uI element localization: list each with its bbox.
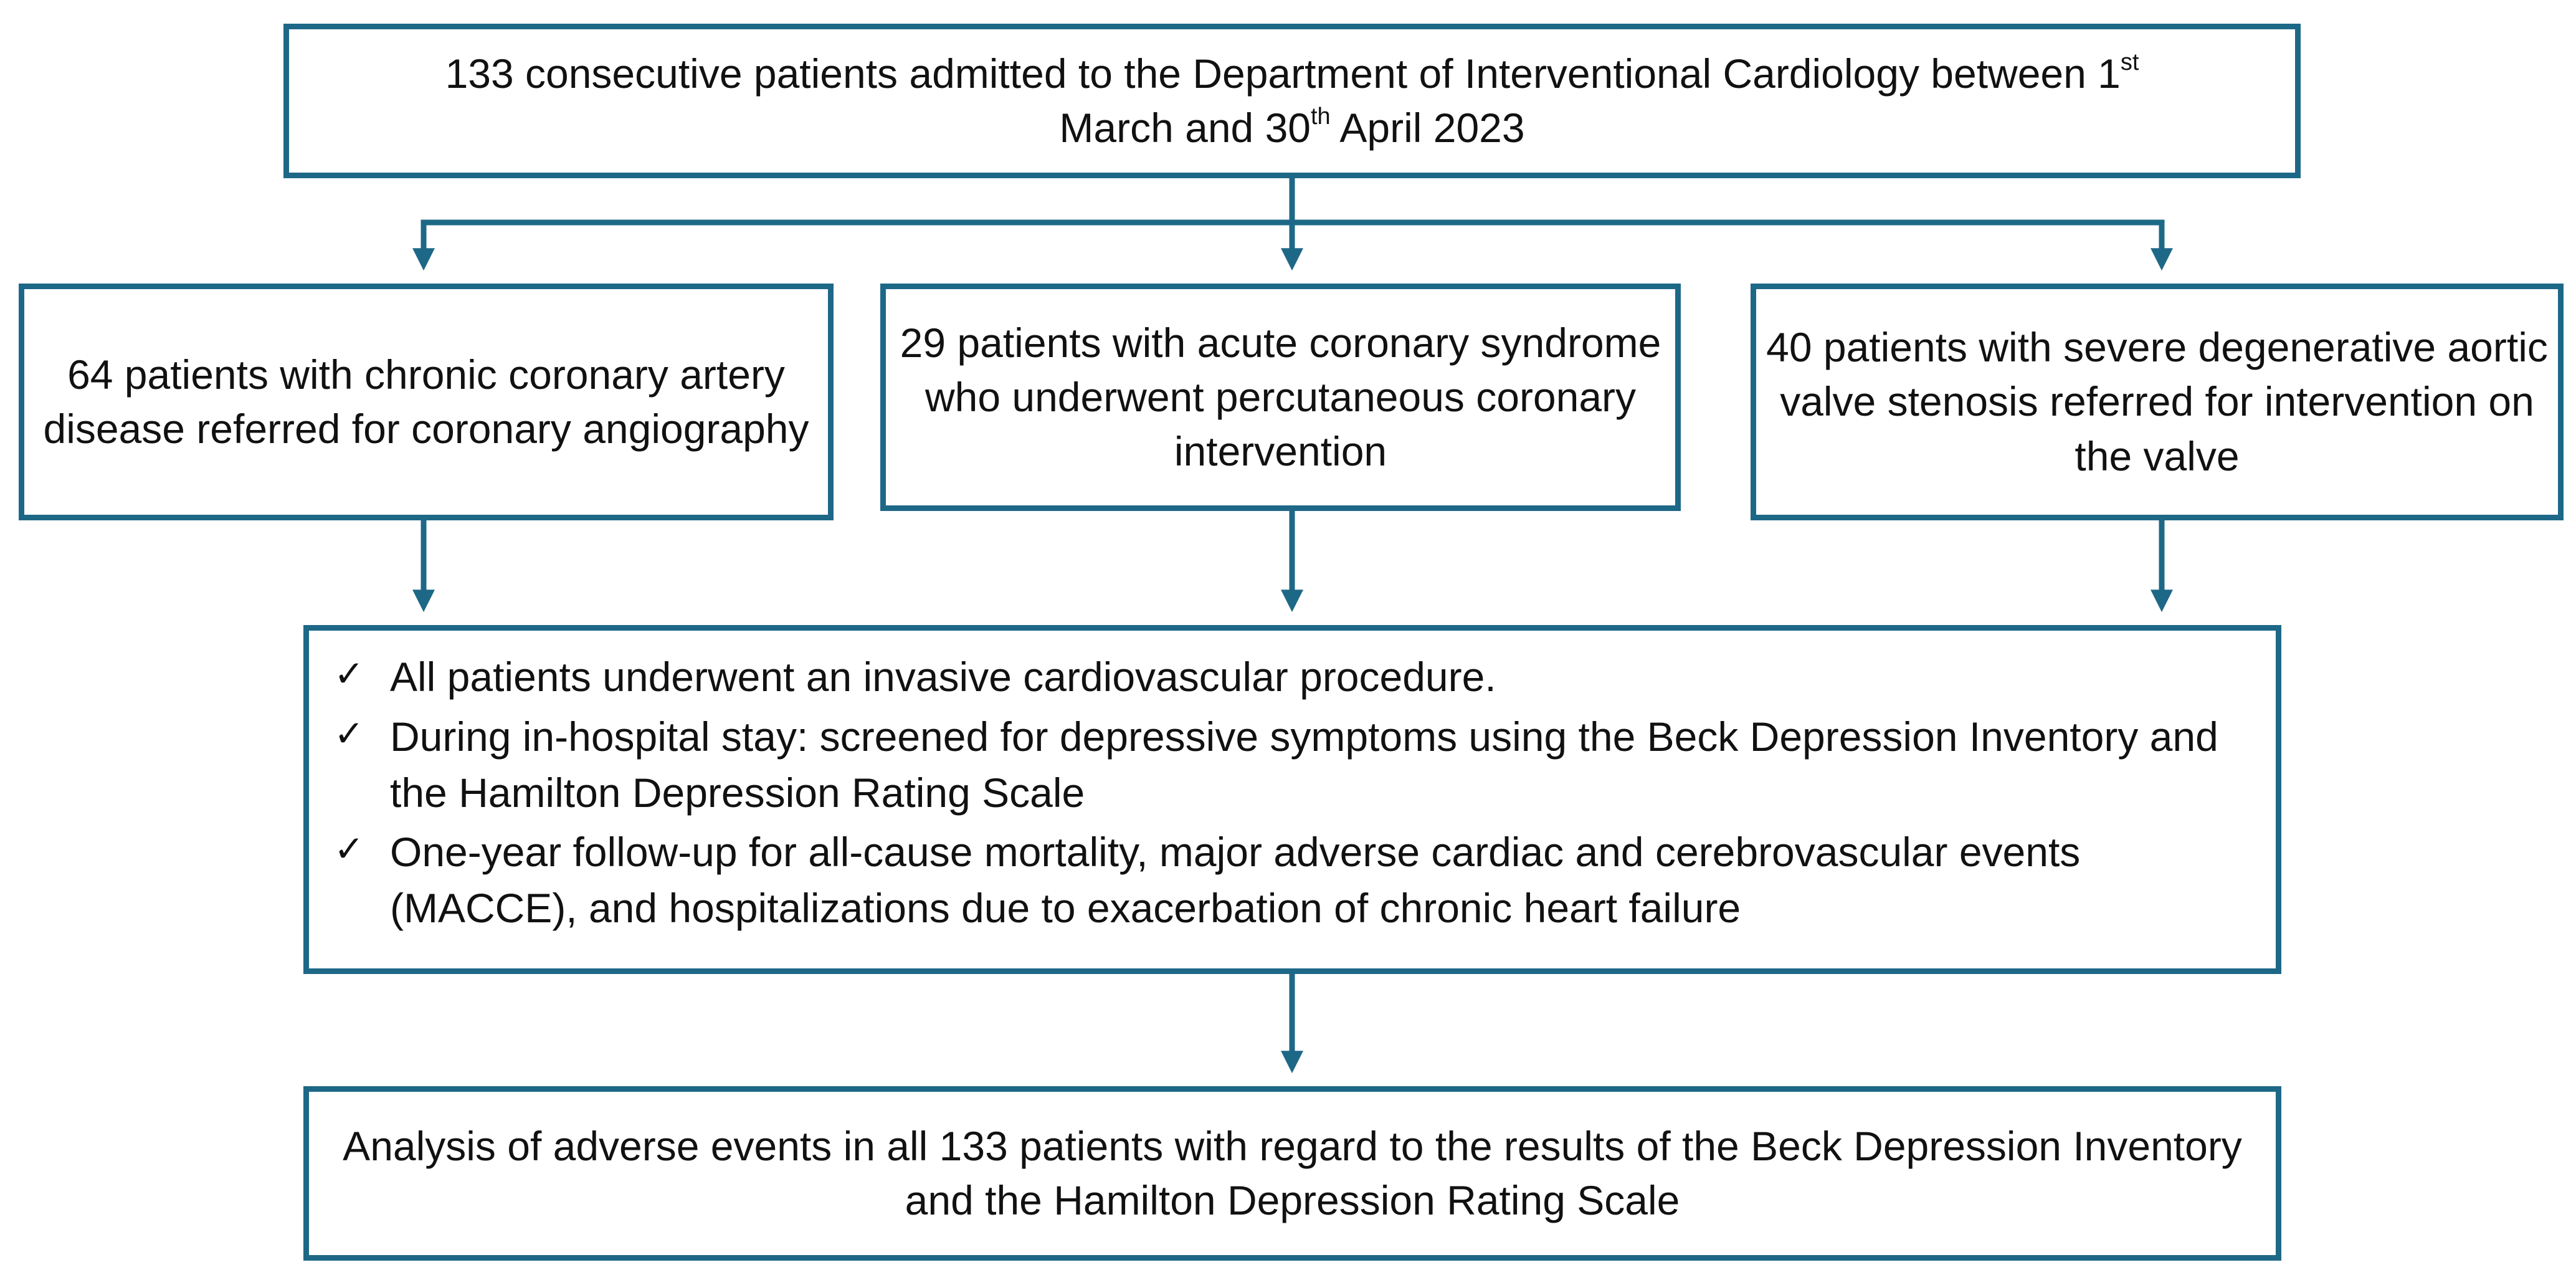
node-aortic-valve-stenosis-text: 40 patients with severe degenerative aor… [1766, 324, 2548, 479]
node-acute-coronary-syndrome: 29 patients with acute coronary syndrome… [880, 284, 1681, 511]
checklist-item: ✓ During in-hospital stay: screened for … [334, 709, 2251, 821]
node-admitted-patients-text: 133 consecutive patients admitted to the… [445, 47, 2139, 155]
node-acute-coronary-syndrome-text: 29 patients with acute coronary syndrome… [900, 319, 1661, 475]
node-chronic-coronary-disease: 64 patients with chronic coronary artery… [19, 284, 834, 520]
node-procedures-and-follow-up: ✓ All patients underwent an invasive car… [303, 625, 2281, 974]
admitted-text-part3: April 2023 [1330, 105, 1525, 151]
node-aortic-valve-stenosis: 40 patients with severe degenerative aor… [1751, 284, 2564, 520]
node-admitted-patients: 133 consecutive patients admitted to the… [283, 24, 2301, 178]
checklist-item: ✓ All patients underwent an invasive car… [334, 649, 2251, 705]
admitted-sup-st: st [2120, 49, 2139, 75]
procedures-checklist: ✓ All patients underwent an invasive car… [334, 649, 2251, 937]
admitted-sup-th: th [1310, 103, 1331, 130]
checklist-item-text: One-year follow-up for all-cause mortali… [390, 829, 2081, 931]
node-chronic-coronary-disease-text: 64 patients with chronic coronary artery… [43, 351, 809, 452]
check-icon: ✓ [334, 712, 364, 755]
node-adverse-events-analysis: Analysis of adverse events in all 133 pa… [303, 1086, 2281, 1261]
admitted-text-part2: March and 30 [1059, 105, 1311, 151]
checklist-item: ✓ One-year follow-up for all-cause morta… [334, 824, 2251, 937]
check-icon: ✓ [334, 652, 364, 695]
check-icon: ✓ [334, 828, 364, 871]
checklist-item-text: During in-hospital stay: screened for de… [390, 713, 2218, 816]
node-adverse-events-analysis-text: Analysis of adverse events in all 133 pa… [343, 1122, 2242, 1223]
admitted-text-part1: 133 consecutive patients admitted to the… [445, 50, 2121, 97]
checklist-item-text: All patients underwent an invasive cardi… [390, 654, 1496, 700]
